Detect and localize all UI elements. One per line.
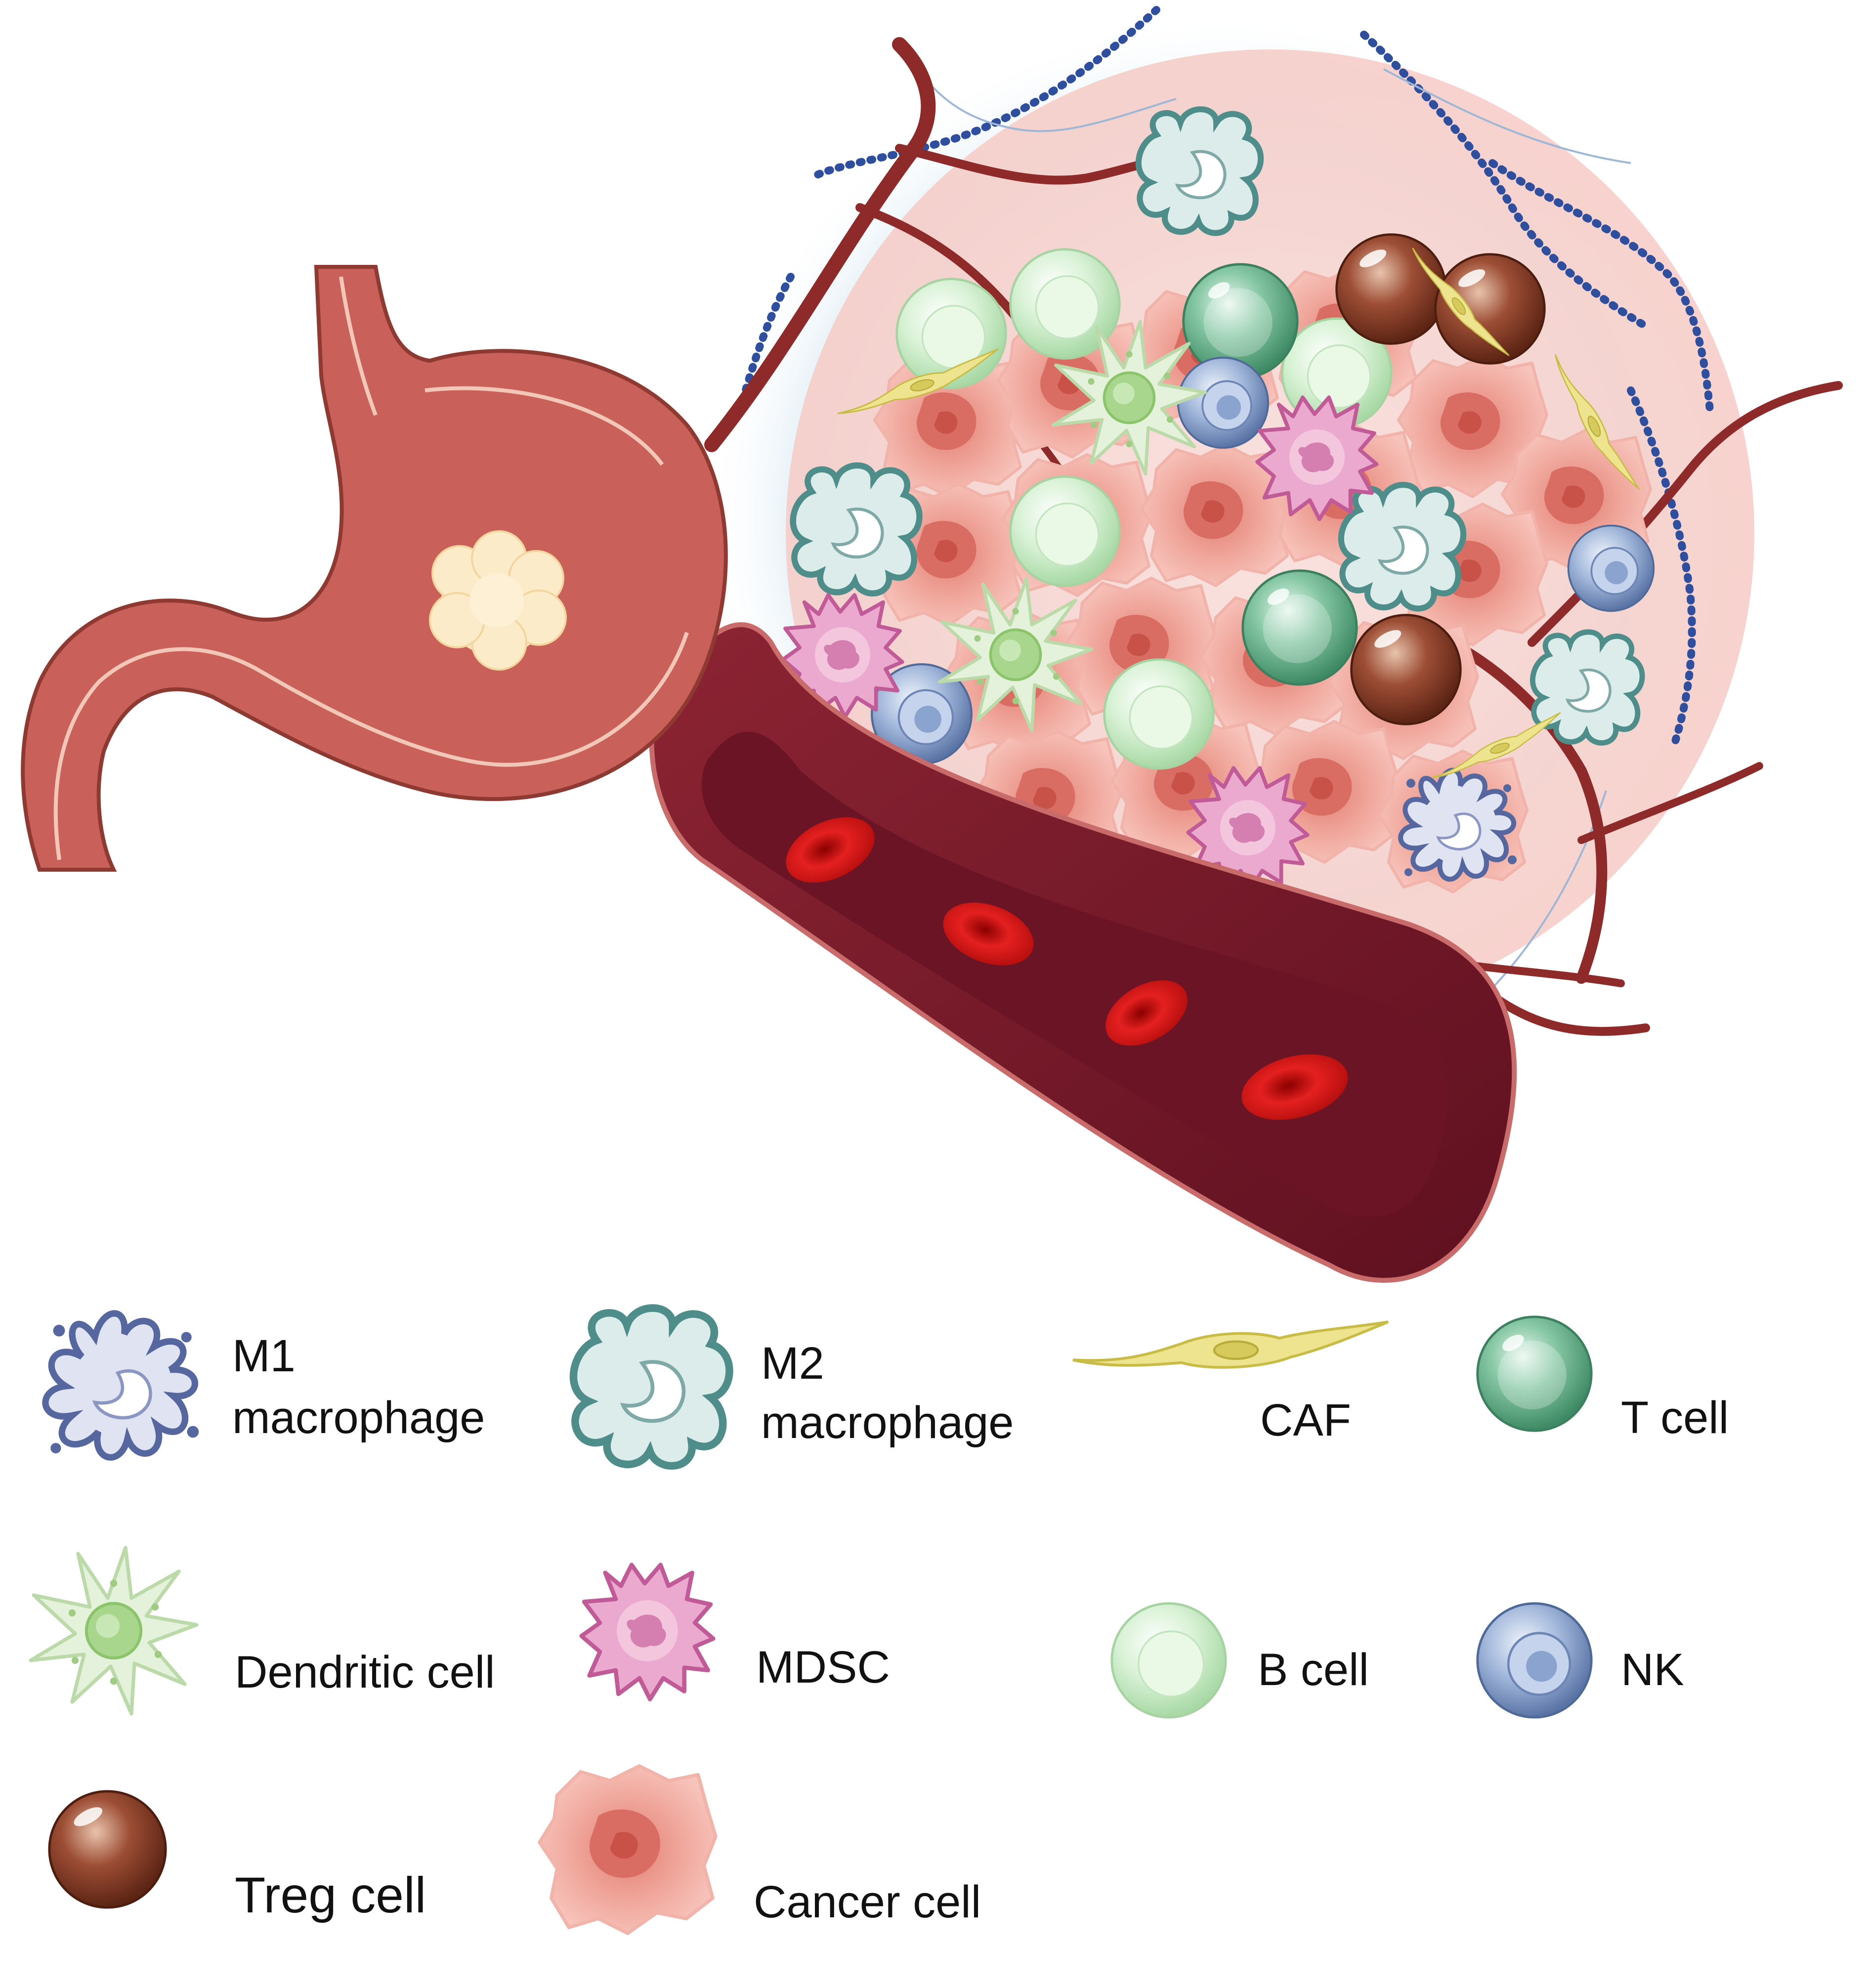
legend-label-t-cell: T cell bbox=[1621, 1393, 1729, 1443]
legend-item-b-cell: B cell bbox=[1112, 1604, 1369, 1717]
nk-cell-icon bbox=[1478, 1604, 1591, 1717]
legend-item-t-cell: T cell bbox=[1478, 1317, 1729, 1443]
mdsc-icon bbox=[582, 1565, 714, 1699]
legend-item-treg-cell: Treg cell bbox=[49, 1791, 426, 1923]
dendritic-cell-icon bbox=[31, 1548, 197, 1714]
legend-label-dendritic-cell: Dendritic cell bbox=[235, 1647, 495, 1697]
red-blood-cell bbox=[786, 817, 875, 883]
tumor-microenvironment bbox=[21, 6, 1843, 1283]
gastric-tumor-nodule bbox=[429, 530, 567, 671]
legend-label-m1-line1: M1 bbox=[232, 1331, 296, 1381]
legend-item-m1-macrophage: M1 macrophage bbox=[45, 1313, 485, 1457]
t-cell-icon bbox=[1478, 1317, 1591, 1431]
legend-label-m2-line1: M2 bbox=[761, 1338, 824, 1389]
legend-item-mdsc: MDSC bbox=[582, 1565, 890, 1699]
caf-icon bbox=[1073, 1322, 1388, 1367]
legend-item-dendritic-cell: Dendritic cell bbox=[31, 1548, 495, 1714]
legend-label-m1-line2: macrophage bbox=[232, 1393, 485, 1443]
treg-cell-icon bbox=[49, 1791, 166, 1907]
red-blood-cell bbox=[1241, 1054, 1348, 1120]
collagen-fibers bbox=[737, 6, 1714, 745]
legend-item-nk: NK bbox=[1478, 1604, 1684, 1717]
stomach bbox=[21, 265, 728, 872]
legend: M1 macrophage M2 macrophage CAF T cell D… bbox=[31, 1308, 1729, 1933]
blood-vessel bbox=[649, 622, 1517, 1283]
legend-label-mdsc: MDSC bbox=[756, 1642, 890, 1692]
legend-item-caf: CAF bbox=[1073, 1322, 1388, 1445]
legend-label-caf: CAF bbox=[1260, 1395, 1351, 1445]
red-blood-cell bbox=[943, 902, 1034, 966]
legend-label-nk: NK bbox=[1621, 1645, 1684, 1695]
legend-label-cancer-cell: Cancer cell bbox=[754, 1877, 981, 1927]
legend-label-b-cell: B cell bbox=[1258, 1645, 1369, 1695]
m2-macrophage-icon bbox=[573, 1308, 729, 1466]
legend-item-m2-macrophage: M2 macrophage bbox=[573, 1308, 1014, 1466]
legend-label-treg-cell: Treg cell bbox=[235, 1867, 426, 1923]
capillaries bbox=[704, 37, 1843, 1036]
cancer-cell-icon bbox=[540, 1766, 716, 1933]
b-cell-icon bbox=[1112, 1604, 1226, 1717]
m1-macrophage-icon bbox=[45, 1313, 199, 1457]
red-blood-cell bbox=[1105, 980, 1188, 1046]
legend-label-m2-line2: macrophage bbox=[761, 1397, 1014, 1448]
legend-item-cancer-cell: Cancer cell bbox=[540, 1766, 981, 1933]
